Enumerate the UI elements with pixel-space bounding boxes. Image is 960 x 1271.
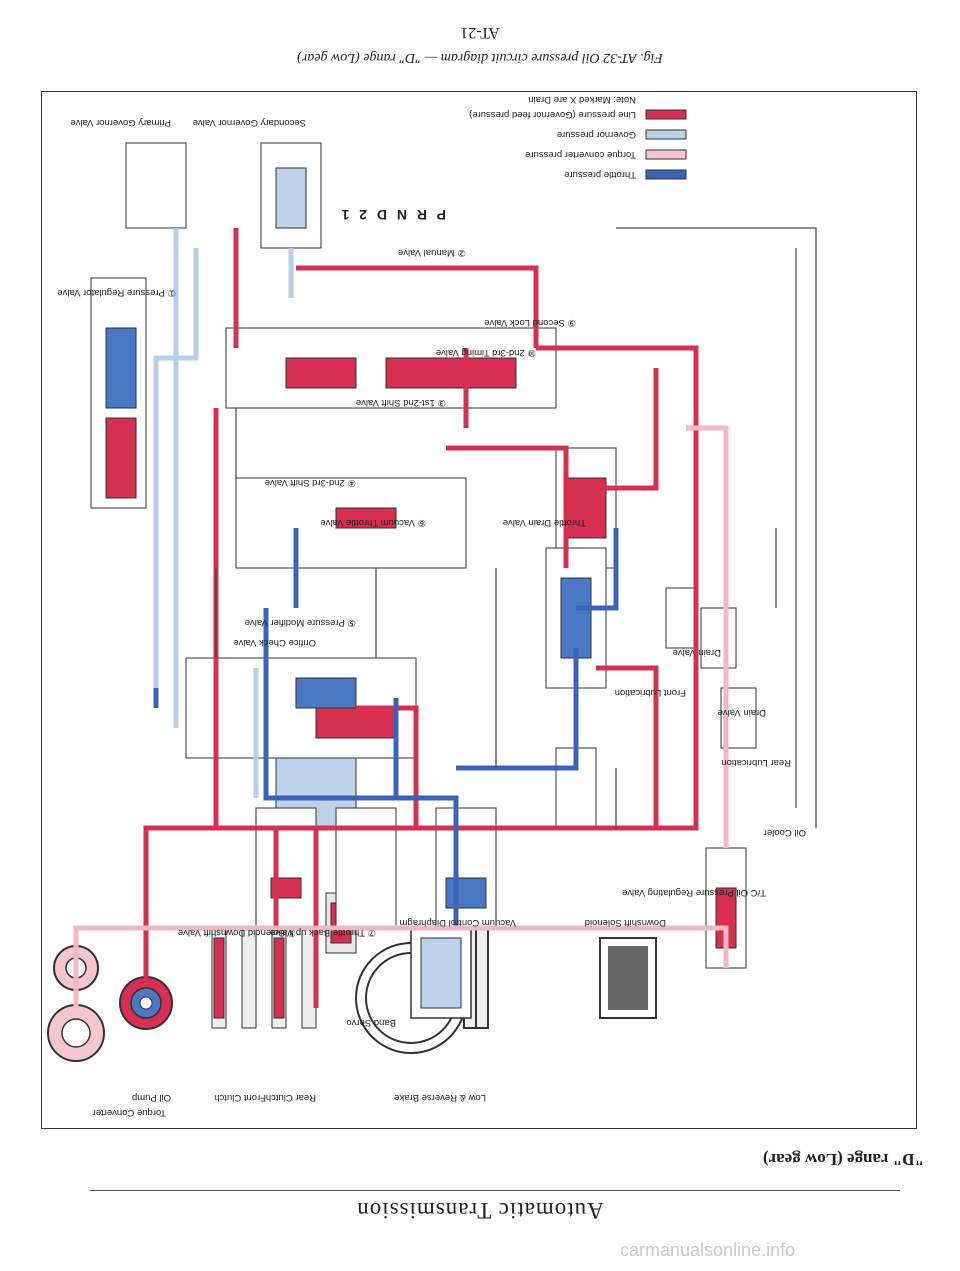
oil-circuit-diagram	[47, 109, 817, 1062]
header-rule	[90, 1190, 900, 1191]
rear-clutch-label: Rear Clutch	[265, 1092, 316, 1103]
page-header: Automatic Transmission	[356, 1198, 604, 1223]
legend-governor-pressure: Governor pressure	[556, 129, 636, 140]
legend-swatch-throttle	[645, 169, 687, 180]
shift-valve-23-label: ④ 2nd-3rd Shift Valve	[264, 477, 356, 488]
clutch-symbols	[211, 927, 317, 1029]
gear-positions: P R N D 2 1	[338, 207, 446, 223]
shift-valve-12-label: ③ 1st-2nd Shift Valve	[355, 397, 446, 408]
torque-converter-pressure-lines	[73, 425, 729, 1008]
rear-lubrication-label: Rear Lubrication	[721, 757, 791, 768]
legend-swatch-line	[645, 109, 687, 120]
manual-valve-label: ② Manual Valve	[397, 247, 466, 258]
throttle-valve-label: ⑥ Vacuum Throttle Valve	[320, 517, 426, 528]
second-lock-valve-label: ⑨ Second Lock Valve	[484, 317, 576, 328]
drain-valve-label-1: Drain Valve	[717, 707, 766, 718]
legend-throttle-pressure: Throttle pressure	[564, 169, 636, 180]
front-lubrication-label: Front Lubrication	[614, 687, 686, 698]
secondary-governor-label: Secondary Governor Valve	[192, 117, 306, 128]
front-clutch-label: Front Clutch	[214, 1092, 266, 1103]
pressure-regulator-label: ① Pressure Regulator Valve	[57, 287, 176, 298]
legend-swatch-torque	[645, 149, 687, 160]
oil-pump-label: Oil Pump	[131, 1092, 171, 1103]
legend-line-pressure: Line pressure (Governor feed pressure)	[469, 109, 636, 120]
orifice-check-valve-label: Orifice Check Valve	[233, 637, 316, 648]
low-reverse-brake-label: Low & Reverse Brake	[394, 1092, 486, 1103]
downshift-valve-label: ⑧ Solenoid Downshift Valve	[177, 927, 296, 938]
line-pressure-lines	[143, 228, 699, 1008]
vacuum-diaphragm-label: Vacuum Control Diaphragm	[399, 917, 516, 928]
throttle-drain-valve-label: Throttle Drain Valve	[502, 517, 586, 528]
torque-converter-label: Torque Converter	[92, 1107, 166, 1118]
timing-valve-label: ⑩ 2nd-3rd Timing Valve	[435, 347, 536, 358]
watermark: carmanualsonline.info	[620, 1240, 796, 1260]
downshift-solenoid-label: Downshift Solenoid	[584, 917, 666, 928]
oil-cooler-label: Oil Cooler	[763, 827, 806, 838]
pressure-modifier-label: ⑤ Pressure Modifier Valve	[244, 617, 356, 628]
primary-governor-label: Primary Governor Valve	[70, 117, 171, 128]
drain-valve-label-2: Drain Valve	[672, 647, 721, 658]
legend-torque-converter-pressure: Torque converter pressure	[525, 149, 636, 160]
governor-pressure-lines	[153, 228, 294, 798]
tc-regulating-valve-label: T/C Oil Pressure Regulating Valve	[622, 887, 766, 898]
range-title: "D" range (Low gear)	[763, 1150, 924, 1169]
figure-caption: Fig. AT-32 Oil pressure circuit diagram …	[297, 50, 663, 65]
band-servo-label: Band Servo	[346, 1017, 396, 1028]
legend-swatch-governor	[645, 129, 687, 140]
oil-pump-symbol	[119, 976, 173, 1030]
legend-note: Note: Marked X are Drain	[528, 94, 636, 105]
diagram-frame: Torque Converter Oil Pump Front Clutch R…	[41, 91, 917, 1129]
drain-lines	[215, 227, 817, 828]
page-number: AT-21	[460, 24, 500, 41]
